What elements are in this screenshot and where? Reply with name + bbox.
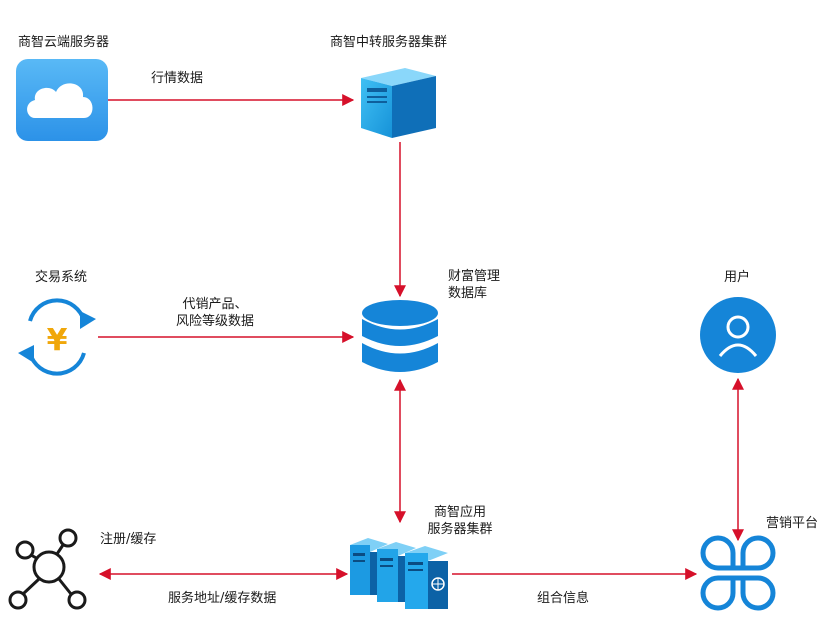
app-cluster-label-line1: 商智应用 — [433, 505, 486, 520]
database-label-line1: 财富管理 — [448, 269, 501, 284]
cloud-icon — [16, 59, 108, 141]
edge-label-combo-info: 组合信息 — [537, 591, 590, 606]
registry-label: 注册/缓存 — [100, 532, 157, 547]
app-cluster-label-line2: 服务器集群 — [427, 522, 493, 537]
cloud-server-label: 商智云端服务器 — [18, 35, 110, 50]
server-icon — [361, 68, 436, 138]
network-icon — [8, 528, 87, 610]
relay-cluster-label: 商智中转服务器集群 — [330, 35, 448, 50]
user-icon — [700, 297, 776, 373]
svg-text:¥: ¥ — [47, 323, 68, 358]
marketing-platform-label: 营销平台 — [766, 516, 819, 531]
edge-label-market-data: 行情数据 — [151, 71, 204, 86]
trade-system-label: 交易系统 — [35, 270, 88, 285]
database-icon — [362, 300, 438, 372]
database-label-line2: 数据库 — [448, 286, 488, 301]
edge-label-agency-line2: 风险等级数据 — [175, 314, 254, 329]
edge-label-service-address: 服务地址/缓存数据 — [168, 591, 277, 606]
yuan-exchange-icon: ¥ — [18, 298, 96, 376]
marketing-platform-icon — [700, 535, 776, 611]
user-label: 用户 — [724, 270, 751, 285]
edge-label-agency-line1: 代销产品、 — [182, 297, 248, 312]
server-cluster-icon — [350, 538, 448, 609]
